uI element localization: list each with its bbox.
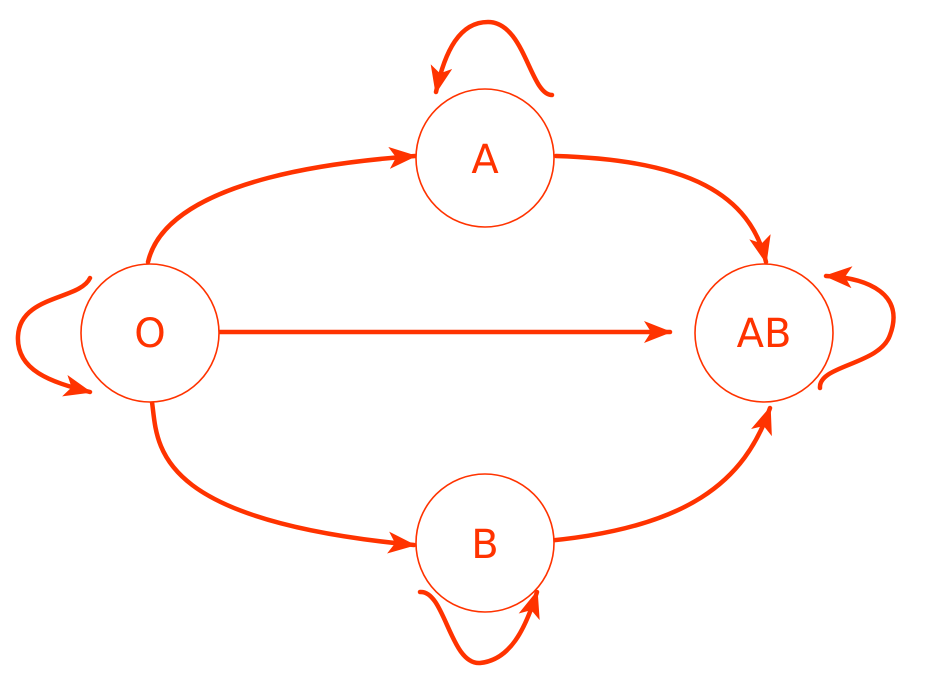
- self-loop-a: [430, 19, 555, 98]
- node-ab: AB: [694, 263, 834, 403]
- node-a: A: [415, 88, 555, 228]
- edge-a-to-ab: [553, 153, 771, 265]
- edge-o-to-b: [149, 399, 417, 554]
- node-b: B: [415, 473, 555, 613]
- node-o-label: O: [134, 311, 165, 357]
- node-b-label: B: [471, 522, 498, 568]
- self-loop-b: [417, 589, 540, 666]
- edge-b-to-ab: [532, 405, 773, 545]
- node-o: O: [80, 263, 220, 403]
- self-loop-o: [15, 275, 93, 397]
- node-a-label: A: [471, 137, 499, 183]
- edge-o-to-a: [145, 146, 418, 265]
- node-ab-label: AB: [737, 311, 792, 357]
- self-loop-ab: [817, 266, 896, 391]
